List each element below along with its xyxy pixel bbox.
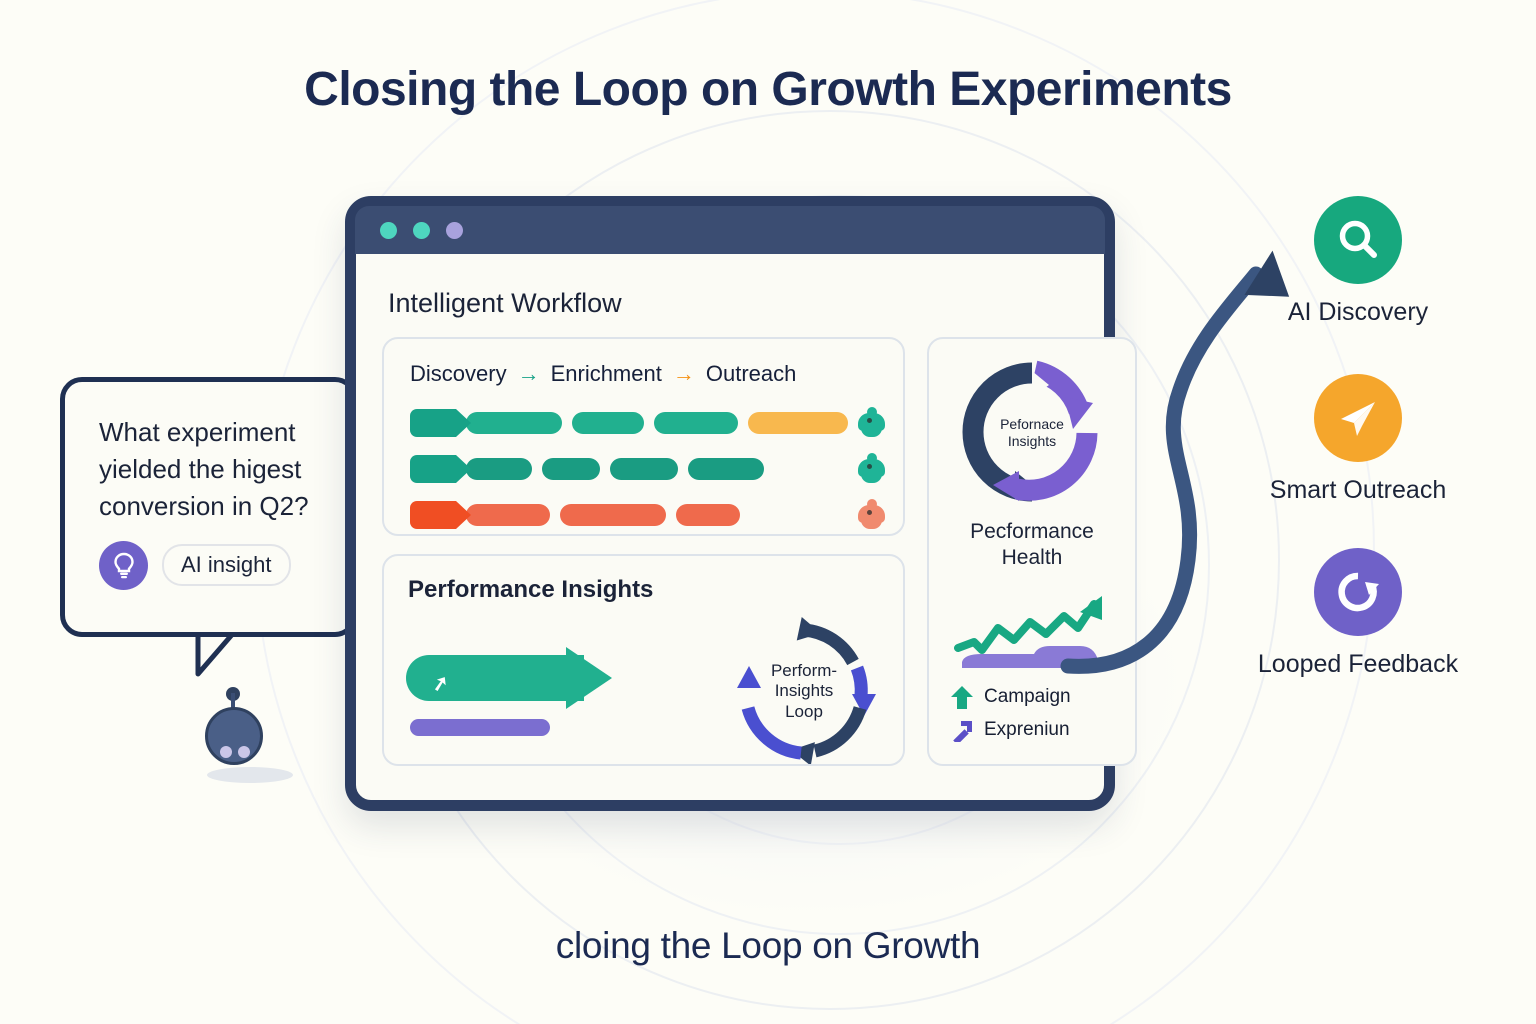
feature-looped-feedback[interactable]: Looped Feedback bbox=[1228, 548, 1488, 679]
workflow-row[interactable] bbox=[402, 407, 885, 439]
workflow-step-enrichment: Enrichment bbox=[550, 361, 662, 386]
workflow-row[interactable] bbox=[402, 453, 885, 485]
arrow-up-right-icon bbox=[953, 720, 972, 742]
legend-label-expansion: Expreniun bbox=[984, 718, 1070, 740]
window-titlebar bbox=[355, 206, 1105, 254]
window-dot-2[interactable] bbox=[413, 221, 430, 239]
workflow-row[interactable] bbox=[402, 499, 885, 531]
progress-bar bbox=[410, 718, 550, 736]
bubble-question: What experiment yielded the higest conve… bbox=[65, 382, 352, 525]
growth-arrow-graphic: ➚ bbox=[406, 646, 729, 709]
bubble-question-line-1: What experiment bbox=[99, 417, 296, 447]
ai-insight-badge[interactable]: AI insight bbox=[162, 544, 291, 587]
ph-title-line-1: Pecformance bbox=[970, 520, 1094, 543]
workflow-panel: Discovery → Enrichment → Outreach bbox=[382, 337, 905, 537]
workflow-steps: Discovery → Enrichment → Outreach bbox=[410, 361, 885, 387]
search-icon bbox=[1314, 196, 1402, 284]
performance-health-ring-label: Pefornace Insights bbox=[957, 359, 1107, 507]
workflow-pill bbox=[610, 458, 678, 480]
paper-plane-icon bbox=[1314, 374, 1402, 462]
insights-loop-diagram: Perform- Insights Loop bbox=[729, 616, 879, 765]
workflow-avatar-icon bbox=[858, 407, 885, 439]
window-dot-3[interactable] bbox=[446, 221, 463, 239]
refresh-loop-icon bbox=[1314, 548, 1402, 636]
workflow-step-discovery: Discovery bbox=[410, 361, 507, 386]
arrow-right-icon-1: → bbox=[517, 361, 540, 386]
loop-label-line-2: Insights bbox=[774, 681, 834, 701]
loop-label-line-1: Perform- bbox=[770, 660, 838, 680]
workflow-row-tag bbox=[410, 455, 471, 483]
window-heading: Intelligent Workflow bbox=[388, 288, 622, 318]
workflow-avatar-icon bbox=[858, 453, 885, 485]
workflow-pill bbox=[748, 412, 848, 434]
performance-insights-title: Performance Insights bbox=[408, 576, 654, 604]
page-title: Closing the Loop on Growth Experiments bbox=[304, 63, 1232, 116]
chart-legend: Campaign Expreniun bbox=[939, 684, 1125, 750]
workflow-pill bbox=[466, 412, 562, 434]
app-window: Intelligent Workflow Discovery → Enrichm… bbox=[345, 196, 1137, 811]
loop-arrows-icon bbox=[737, 617, 876, 765]
performance-health-ring: Pefornace Insights bbox=[957, 359, 1107, 507]
flow-arrow bbox=[1060, 250, 1290, 674]
workflow-row-tag bbox=[410, 501, 471, 529]
feature-label-looped-feedback: Looped Feedback bbox=[1257, 650, 1459, 678]
bubble-question-line-3: conversion in Q2? bbox=[99, 490, 309, 521]
workflow-pill bbox=[676, 504, 740, 526]
performance-insights-panel: Performance Insights ➚ bbox=[382, 554, 905, 766]
workflow-pill bbox=[572, 412, 644, 434]
workflow-row-tag bbox=[410, 409, 471, 437]
ai-insight-bubble: What experiment yielded the higest conve… bbox=[60, 377, 357, 637]
assistant-robot-avatar bbox=[205, 687, 293, 783]
workflow-pill bbox=[466, 458, 532, 480]
performance-health-title: Pecformance Health bbox=[970, 519, 1094, 572]
workflow-pill bbox=[542, 458, 600, 480]
ring-label-line-2: Insights bbox=[1007, 433, 1057, 449]
loop-label: Perform- Insights Loop bbox=[729, 616, 879, 764]
circular-arrows-icon bbox=[962, 360, 1098, 502]
workflow-pill bbox=[688, 458, 764, 480]
bubble-question-line-2: yielded the higest bbox=[99, 453, 302, 484]
feature-ai-discovery[interactable]: AI Discovery bbox=[1228, 196, 1488, 327]
arrow-right-icon-2: → bbox=[672, 361, 695, 386]
performance-health-panel: Pefornace Insights Pecformance Health bbox=[927, 337, 1137, 766]
lightbulb-icon bbox=[99, 540, 148, 590]
workflow-step-outreach: Outreach bbox=[705, 361, 797, 386]
ph-title-line-2: Health bbox=[1001, 546, 1063, 570]
ring-label-line-1: Pefornace bbox=[1000, 415, 1064, 432]
workflow-pill bbox=[560, 504, 666, 526]
feature-smart-outreach[interactable]: Smart Outreach bbox=[1228, 374, 1488, 505]
feature-label-smart-outreach: Smart Outreach bbox=[1269, 476, 1447, 504]
workflow-pill bbox=[654, 412, 738, 434]
legend-item-campaign: Campaign bbox=[951, 684, 1125, 710]
window-dot-1[interactable] bbox=[380, 221, 397, 239]
legend-label-campaign: Campaign bbox=[984, 685, 1071, 707]
page-caption: cloing the Loop on Growth bbox=[555, 925, 981, 966]
feature-label-ai-discovery: AI Discovery bbox=[1287, 298, 1429, 326]
workflow-avatar-icon bbox=[858, 499, 885, 531]
loop-label-line-3: Loop bbox=[785, 701, 823, 721]
arrow-up-icon bbox=[951, 685, 973, 709]
legend-item-expansion: Expreniun bbox=[951, 718, 1125, 742]
workflow-pill bbox=[466, 504, 550, 526]
